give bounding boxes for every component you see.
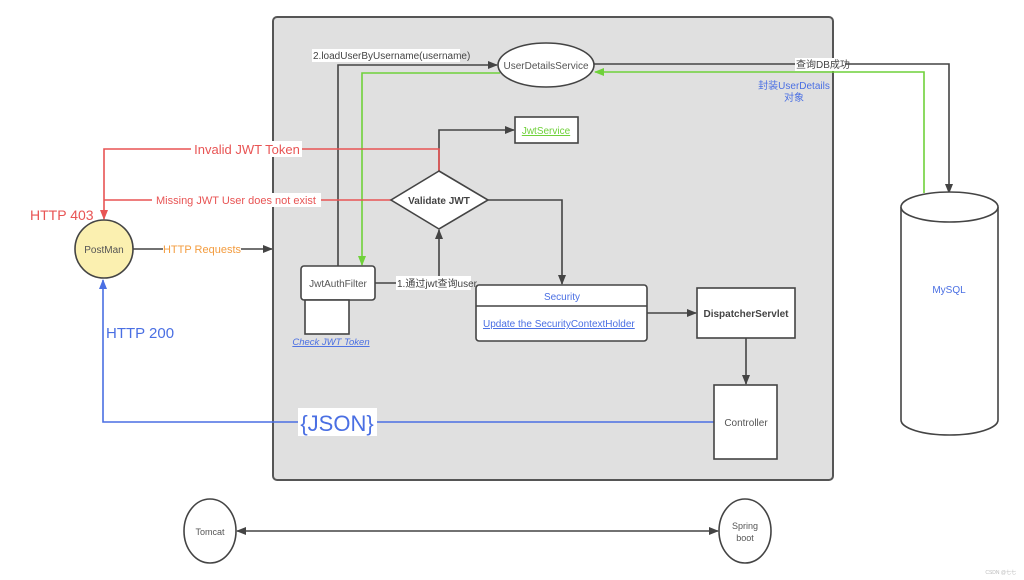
node-tomcat[interactable]: Tomcat	[183, 498, 237, 564]
edge-db-to-userdetails	[594, 68, 925, 193]
label-http-200: HTTP 200	[106, 325, 174, 342]
node-jwt-service-link[interactable]: JwtService	[522, 126, 571, 137]
node-jwt-auth-filter[interactable]: JwtAuthFilter Check JWT Token	[292, 265, 376, 348]
node-user-details-service-label: UserDetailsService	[503, 61, 588, 72]
label-wrap-user-details-2: 对象	[784, 91, 804, 104]
node-mysql[interactable]: MySQL	[900, 191, 999, 436]
watermark: CSDN @七七	[985, 570, 1016, 576]
label-json: {JSON}	[300, 411, 373, 436]
node-check-jwt-box	[304, 299, 350, 335]
edge-query-db	[594, 63, 953, 194]
label-http-403: HTTP 403	[30, 207, 94, 223]
node-controller-label: Controller	[724, 418, 768, 429]
node-spring-boot-label-1: Spring	[732, 521, 758, 531]
spring-container	[272, 16, 834, 481]
label-load-user: 2.loadUserByUsername(username)	[313, 51, 470, 62]
node-check-jwt-token-link[interactable]: Check JWT Token	[292, 337, 369, 348]
node-controller[interactable]: Controller	[713, 384, 778, 460]
label-query-db-success: 查询DB成功	[796, 58, 850, 71]
edge-http-200	[99, 279, 714, 423]
node-postman[interactable]: PostMan	[74, 219, 134, 279]
node-jwt-auth-filter-label: JwtAuthFilter	[309, 279, 367, 290]
edge-load-user	[337, 61, 498, 266]
label-missing-user: Missing JWT User does not exist	[156, 195, 316, 207]
label-wrap-user-details-1: 封装UserDetails	[758, 79, 830, 92]
node-validate-jwt[interactable]: Validate JWT	[389, 170, 490, 230]
node-security[interactable]: Security Update the SecurityContextHolde…	[475, 284, 648, 342]
node-validate-jwt-label: Validate JWT	[408, 196, 470, 207]
label-query-user-by-jwt: 1.通过jwt查询user	[397, 277, 478, 290]
node-dispatcher-servlet-label: DispatcherServlet	[703, 309, 789, 320]
node-spring-boot-label-2: boot	[736, 533, 754, 543]
edge-validate-to-security	[488, 199, 566, 285]
label-invalid-token: Invalid JWT Token	[194, 142, 300, 157]
node-security-action-link[interactable]: Update the SecurityContextHolder	[483, 319, 635, 330]
node-tomcat-label: Tomcat	[195, 527, 225, 537]
node-postman-label: PostMan	[84, 245, 123, 256]
node-user-details-service[interactable]: UserDetailsService	[497, 42, 595, 88]
edge-userdetails-to-filter	[358, 72, 500, 266]
node-jwt-service[interactable]: JwtService	[514, 116, 579, 144]
node-mysql-label: MySQL	[932, 285, 966, 296]
node-security-title: Security	[544, 292, 580, 303]
node-dispatcher-servlet[interactable]: DispatcherServlet	[696, 287, 796, 339]
node-spring-boot[interactable]: Spring boot	[718, 498, 772, 564]
label-http-requests: HTTP Requests	[163, 244, 242, 256]
